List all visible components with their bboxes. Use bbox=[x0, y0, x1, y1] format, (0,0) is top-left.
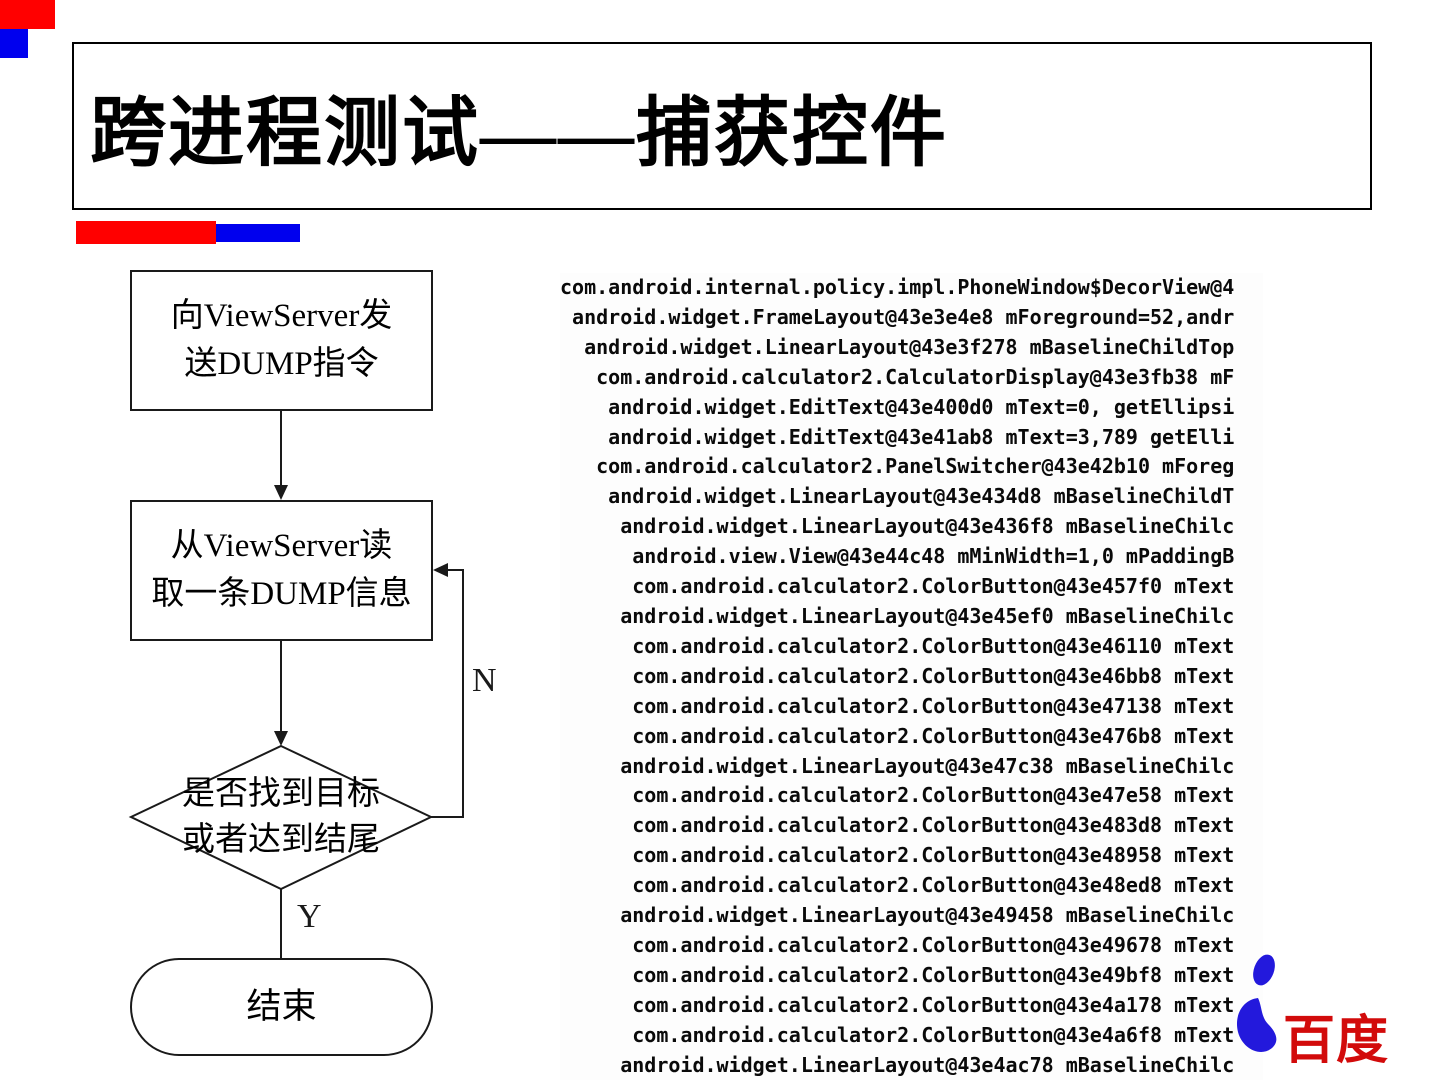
flow-step-send-dump-label: 向ViewServer发 送DUMP指令 bbox=[170, 297, 393, 382]
accent-bar-red bbox=[76, 221, 216, 244]
flow-terminal-end: 结束 bbox=[130, 958, 433, 1056]
slide-title: 跨进程测试——捕获控件 bbox=[90, 92, 948, 176]
dump-line: com.android.calculator2.ColorButton@43e4… bbox=[560, 723, 1235, 748]
arrowhead-step1-to-step2 bbox=[274, 485, 288, 500]
baidu-logo-icon bbox=[1236, 954, 1277, 1053]
title-box: 跨进程测试——捕获控件 bbox=[72, 42, 1372, 210]
corner-accent-blue bbox=[0, 29, 28, 58]
dump-line: android.widget.FrameLayout@43e3e4e8 mFor… bbox=[560, 304, 1235, 329]
accent-bar-blue bbox=[216, 224, 300, 242]
arrowhead-loop-no bbox=[433, 563, 448, 577]
dump-line: android.widget.LinearLayout@43e3f278 mBa… bbox=[560, 334, 1235, 359]
dump-line: android.widget.LinearLayout@43e49458 mBa… bbox=[560, 903, 1235, 928]
flow-branch-yes-label: Y bbox=[297, 898, 322, 935]
loop-no-connector bbox=[431, 569, 464, 818]
dump-line: android.widget.LinearLayout@43e434d8 mBa… bbox=[560, 484, 1235, 509]
baidu-logo: 百度 bbox=[1230, 948, 1390, 1078]
view-hierarchy-dump: com.android.internal.policy.impl.PhoneWi… bbox=[560, 273, 1263, 1080]
dump-line: com.android.calculator2.ColorButton@43e4… bbox=[560, 663, 1235, 688]
dump-line: com.android.calculator2.ColorButton@43e4… bbox=[560, 813, 1235, 838]
dump-line: com.android.calculator2.ColorButton@43e4… bbox=[560, 693, 1235, 718]
dump-line: android.widget.LinearLayout@43e4ac78 mBa… bbox=[560, 1052, 1235, 1077]
dump-line: com.android.calculator2.ColorButton@43e4… bbox=[560, 783, 1235, 808]
dump-line: com.android.calculator2.ColorButton@43e4… bbox=[560, 574, 1235, 599]
dump-line: com.android.calculator2.ColorButton@43e4… bbox=[560, 843, 1235, 868]
dump-line: android.widget.EditText@43e41ab8 mText=3… bbox=[560, 424, 1235, 449]
baidu-logo-text: 百度 bbox=[1283, 1012, 1390, 1070]
dump-line: com.android.calculator2.ColorButton@43e4… bbox=[560, 932, 1235, 957]
flow-branch-no-label: N bbox=[472, 662, 497, 699]
dump-line: com.android.internal.policy.impl.PhoneWi… bbox=[560, 275, 1235, 299]
dump-line: android.view.View@43e44c48 mMinWidth=1,0… bbox=[560, 544, 1235, 569]
dump-line: android.widget.EditText@43e400d0 mText=0… bbox=[560, 394, 1235, 419]
corner-accent-red bbox=[0, 0, 55, 29]
dump-line: com.android.calculator2.ColorButton@43e4… bbox=[560, 873, 1235, 898]
dump-line: android.widget.LinearLayout@43e47c38 mBa… bbox=[560, 753, 1235, 778]
flow-step-send-dump: 向ViewServer发 送DUMP指令 bbox=[130, 270, 433, 411]
flow-step-read-dump-label: 从ViewServer读 取一条DUMP信息 bbox=[151, 527, 412, 612]
dump-line: android.widget.LinearLayout@43e45ef0 mBa… bbox=[560, 603, 1235, 628]
flow-step-read-dump: 从ViewServer读 取一条DUMP信息 bbox=[130, 500, 433, 641]
dump-line: com.android.calculator2.ColorButton@43e4… bbox=[560, 633, 1235, 658]
flow-terminal-end-label: 结束 bbox=[246, 986, 317, 1026]
dump-line: com.android.calculator2.PanelSwitcher@43… bbox=[560, 454, 1235, 479]
flow-decision-label: 是否找到目标 或者达到结尾 bbox=[182, 775, 380, 858]
arrowhead-step2-to-decision bbox=[274, 731, 288, 746]
dump-line: android.widget.LinearLayout@43e436f8 mBa… bbox=[560, 514, 1235, 539]
dump-line: com.android.calculator2.ColorButton@43e4… bbox=[560, 992, 1235, 1017]
dump-line: com.android.calculator2.ColorButton@43e4… bbox=[560, 1022, 1235, 1047]
dump-line: com.android.calculator2.ColorButton@43e4… bbox=[560, 962, 1235, 987]
dump-line: com.android.calculator2.CalculatorDispla… bbox=[560, 364, 1235, 389]
